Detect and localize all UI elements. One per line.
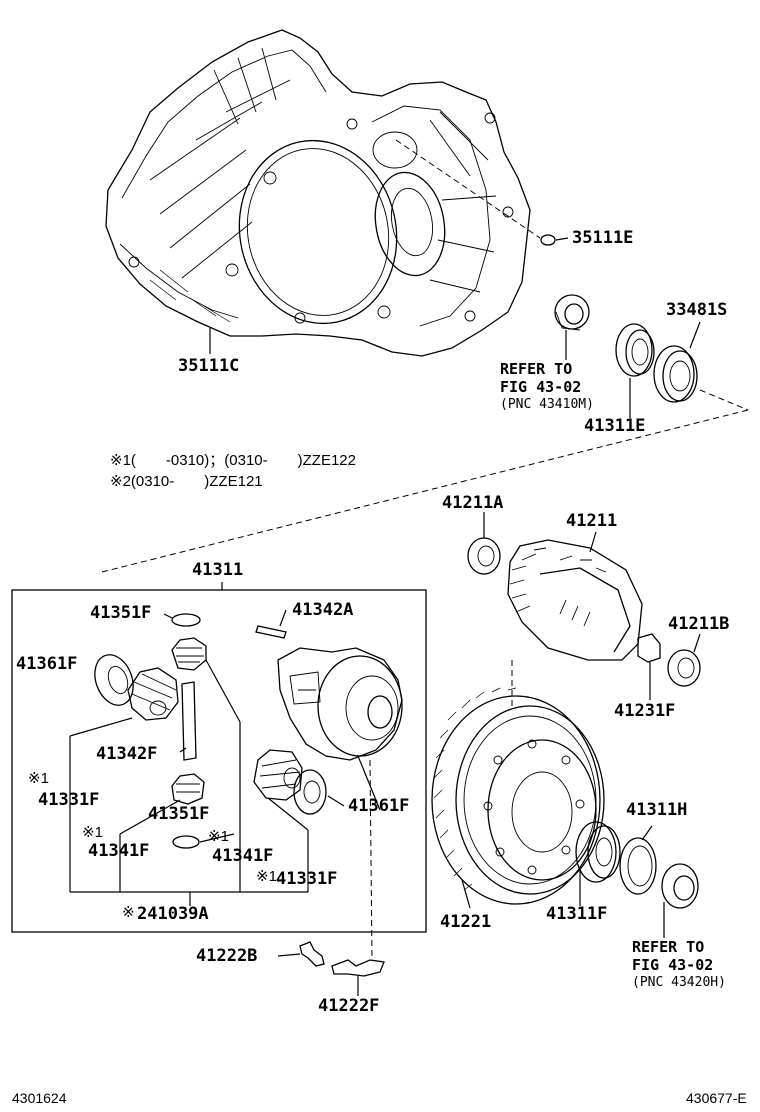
illustration-number: 4301624 [12, 1090, 67, 1106]
part-label-41351f-top[interactable]: 41351F [90, 603, 152, 623]
side-gear-right-drawing [253, 749, 303, 801]
condition-mark-2: ※ [122, 904, 135, 921]
condition-mark-1d: ※1 [256, 868, 277, 885]
part-label-41211[interactable]: 41211 [566, 511, 618, 531]
part-label-41039a[interactable]: 241039A [137, 904, 209, 924]
legend-line-2: ※2(0310- )ZZE121 [110, 473, 263, 490]
bearing-41311e-drawing [615, 323, 655, 377]
part-label-41222b[interactable]: 41222B [196, 946, 258, 966]
reference-note-upper-line1: REFER TO [500, 360, 573, 378]
part-label-41311h[interactable]: 41311H [626, 800, 688, 820]
reference-note-lower-pnc[interactable]: (PNC 43420H) [632, 974, 726, 990]
part-label-41221[interactable]: 41221 [440, 912, 492, 932]
differential-case-drawing [277, 647, 403, 761]
part-label-35111c[interactable]: 35111C [178, 356, 240, 376]
part-label-41211a[interactable]: 41211A [442, 493, 504, 513]
reference-note-upper: REFER TO FIG 43-02 (PNC 43410M) [500, 360, 594, 412]
part-label-41351f-mid[interactable]: 41351F [148, 804, 210, 824]
reference-note-lower-line1: REFER TO [632, 938, 705, 956]
part-label-41331f-left[interactable]: 41331F [38, 790, 100, 810]
part-label-41331f-right[interactable]: 41331F [276, 869, 338, 889]
part-label-41341f-left[interactable]: 41341F [88, 841, 150, 861]
part-label-35111e[interactable]: 35111E [572, 228, 634, 248]
part-label-41341f-right[interactable]: 41341F [212, 846, 274, 866]
shim-33481s-drawing [653, 345, 698, 403]
ring-gear-41221-drawing [431, 687, 605, 905]
side-gear-left-drawing [127, 667, 179, 721]
pinion-gear-top-drawing [171, 637, 207, 671]
reference-note-lower-line2: FIG 43-02 [632, 956, 714, 975]
reference-note-lower: REFER TO FIG 43-02 (PNC 43420H) [632, 938, 726, 990]
condition-mark-1b: ※1 [82, 824, 103, 841]
part-label-41231f[interactable]: 41231F [614, 701, 676, 721]
part-label-41361f-left[interactable]: 41361F [16, 654, 78, 674]
part-label-41342a[interactable]: 41342A [292, 600, 354, 620]
part-label-41211b[interactable]: 41211B [668, 614, 730, 634]
figure-code: 430677-E [686, 1090, 747, 1106]
oil-seal-upper-drawing [554, 294, 590, 331]
part-label-41311[interactable]: 41311 [192, 560, 244, 580]
transaxle-case-drawing [105, 29, 531, 357]
condition-mark-1c: ※1 [208, 828, 229, 845]
part-label-41311f[interactable]: 41311F [546, 904, 608, 924]
reference-note-upper-pnc[interactable]: (PNC 43410M) [500, 396, 594, 412]
part-label-41311e[interactable]: 41311E [584, 416, 646, 436]
part-label-41342f[interactable]: 41342F [96, 744, 158, 764]
part-label-41361f-right[interactable]: 41361F [348, 796, 410, 816]
reference-note-upper-line2: FIG 43-02 [500, 378, 582, 397]
condition-mark-1a: ※1 [28, 770, 49, 787]
drive-gear-41211-drawing [507, 539, 643, 661]
part-label-41222f[interactable]: 41222F [318, 996, 380, 1016]
oil-seal-lower-drawing [661, 863, 699, 909]
bearing-41311f-drawing [575, 821, 621, 883]
part-label-33481s[interactable]: 33481S [666, 300, 728, 320]
legend-line-1: ※1( -0310)；(0310- )ZZE122 [110, 452, 356, 469]
